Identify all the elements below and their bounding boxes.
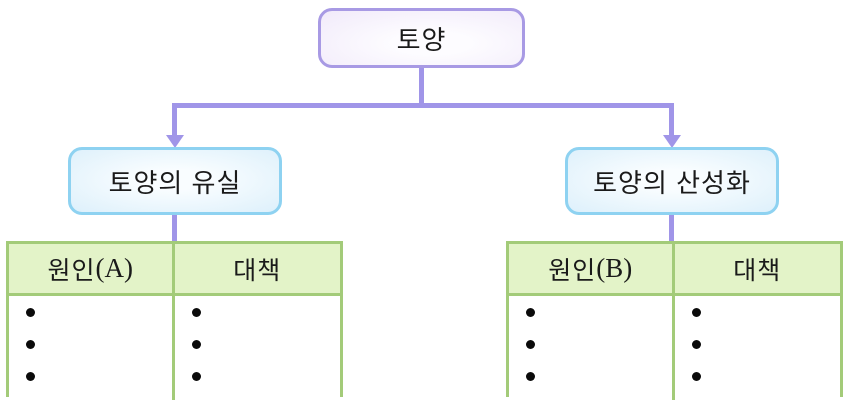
connector-branch-to-table xyxy=(669,213,674,243)
header-cell-cause-b: 원인(B) xyxy=(509,244,675,296)
body-cell-measure xyxy=(174,296,340,400)
connector-root-stem xyxy=(419,66,424,106)
root-node-soil: 토양 xyxy=(318,8,525,68)
header-cell-measure: 대책 xyxy=(174,244,340,296)
arrow-down-icon xyxy=(166,135,184,148)
bullet-dot xyxy=(526,340,535,349)
cause-table-left: 원인(A) 대책 xyxy=(6,241,343,400)
header-cell-measure: 대책 xyxy=(674,244,840,296)
connector-horizontal-rail xyxy=(172,103,674,108)
bullet-dot xyxy=(691,372,701,381)
body-cell-measure xyxy=(674,296,840,400)
body-cell-cause xyxy=(509,296,675,400)
branch-node-soil-loss: 토양의 유실 xyxy=(68,147,282,215)
root-node-label: 토양 xyxy=(396,24,447,55)
header-variable: (A) xyxy=(95,253,133,283)
connector-right-stem xyxy=(669,104,674,136)
bullet-dot xyxy=(526,308,535,317)
header-label: 대책 xyxy=(733,256,782,285)
bullet-dot xyxy=(191,340,201,349)
branch-node-label: 토양의 유실 xyxy=(108,167,242,198)
branch-node-label: 토양의 산성화 xyxy=(593,167,751,198)
bullet-dot xyxy=(691,340,701,349)
header-label: 원인 xyxy=(548,256,597,285)
cause-table-right: 원인(B) 대책 xyxy=(506,241,843,400)
bullet-dot xyxy=(191,372,201,381)
bullet-dot xyxy=(26,372,35,381)
header-label: 원인 xyxy=(47,256,96,285)
header-cell-cause-a: 원인(A) xyxy=(9,244,175,296)
bullet-dot xyxy=(26,340,35,349)
bullet-dot xyxy=(526,372,535,381)
connector-left-stem xyxy=(172,104,177,136)
header-label: 대책 xyxy=(233,256,282,285)
header-variable: (B) xyxy=(596,253,633,283)
bullet-dot xyxy=(26,308,35,317)
arrow-down-icon xyxy=(663,135,681,148)
connector-branch-to-table xyxy=(172,213,177,243)
bullet-dot xyxy=(691,308,701,317)
branch-node-soil-acidification: 토양의 산성화 xyxy=(565,147,779,215)
bullet-dot xyxy=(191,308,201,317)
body-cell-cause xyxy=(9,296,175,400)
